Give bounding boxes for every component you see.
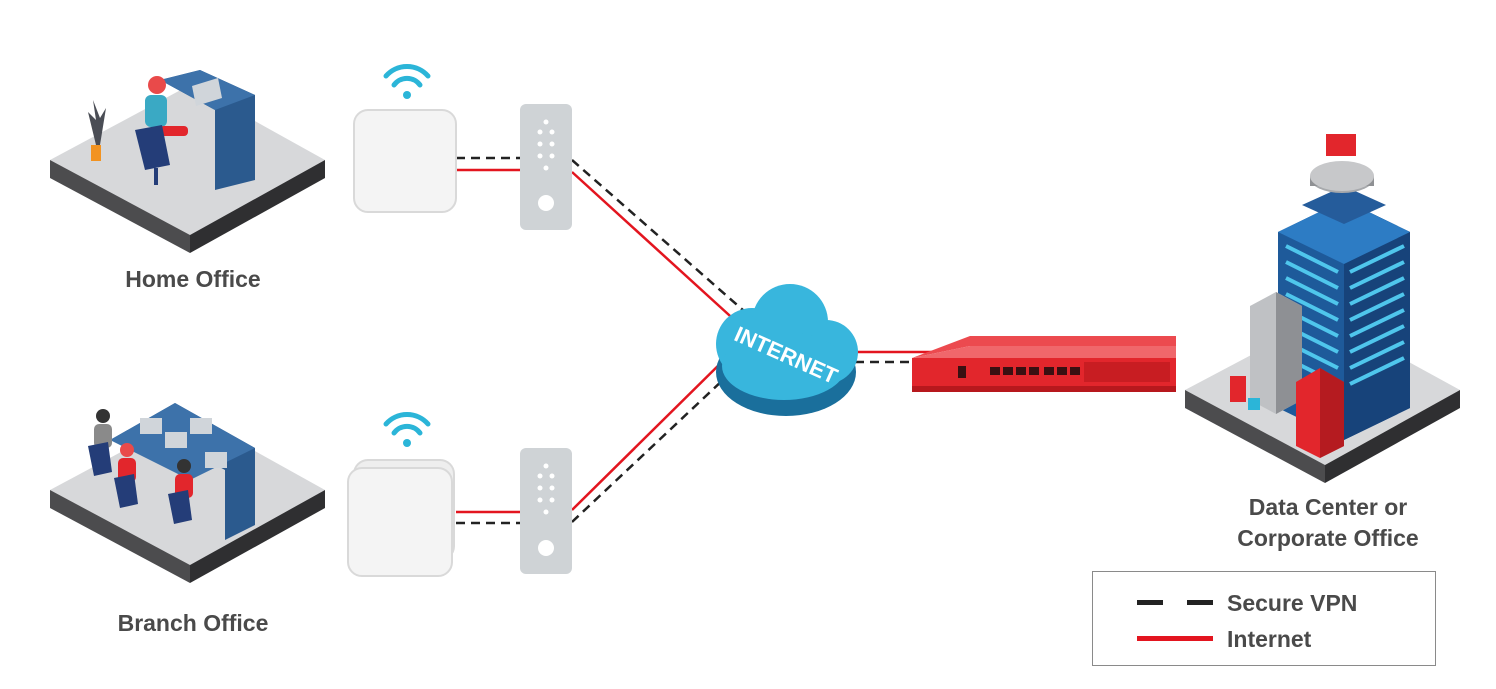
data-center-scene bbox=[1185, 134, 1460, 483]
home-office-label: Home Office bbox=[125, 266, 261, 292]
legend: Secure VPN Internet bbox=[1092, 571, 1436, 666]
wifi-icon bbox=[383, 412, 431, 427]
home-inet-link-b bbox=[571, 171, 741, 326]
branch-inet-link-b bbox=[571, 353, 731, 511]
legend-internet-label: Internet bbox=[1227, 626, 1312, 652]
branch-access-point bbox=[347, 412, 455, 577]
data-center-label-line2: Corporate Office bbox=[1237, 525, 1419, 551]
legend-vpn-swatch bbox=[1137, 600, 1213, 605]
legend-row-vpn: Secure VPN bbox=[1093, 588, 1435, 618]
home-modem bbox=[520, 104, 572, 230]
home-vpn-link-b bbox=[571, 159, 753, 319]
firewall-appliance bbox=[912, 336, 1176, 392]
legend-row-internet: Internet bbox=[1093, 624, 1435, 654]
legend-vpn-label: Secure VPN bbox=[1227, 590, 1358, 616]
branch-office-scene bbox=[50, 403, 325, 583]
internet-cloud: INTERNET bbox=[716, 284, 858, 416]
branch-modem bbox=[520, 448, 572, 574]
legend-internet-swatch bbox=[1137, 636, 1213, 641]
lock-icon bbox=[1326, 134, 1356, 156]
branch-vpn-link-b bbox=[571, 361, 743, 523]
home-office-scene bbox=[50, 70, 325, 253]
home-access-point bbox=[353, 64, 457, 213]
branch-office-label: Branch Office bbox=[117, 610, 269, 636]
data-center-label: Data Center or Corporate Office bbox=[1208, 492, 1448, 554]
wifi-icon bbox=[383, 64, 431, 79]
data-center-label-line1: Data Center or bbox=[1248, 494, 1408, 520]
